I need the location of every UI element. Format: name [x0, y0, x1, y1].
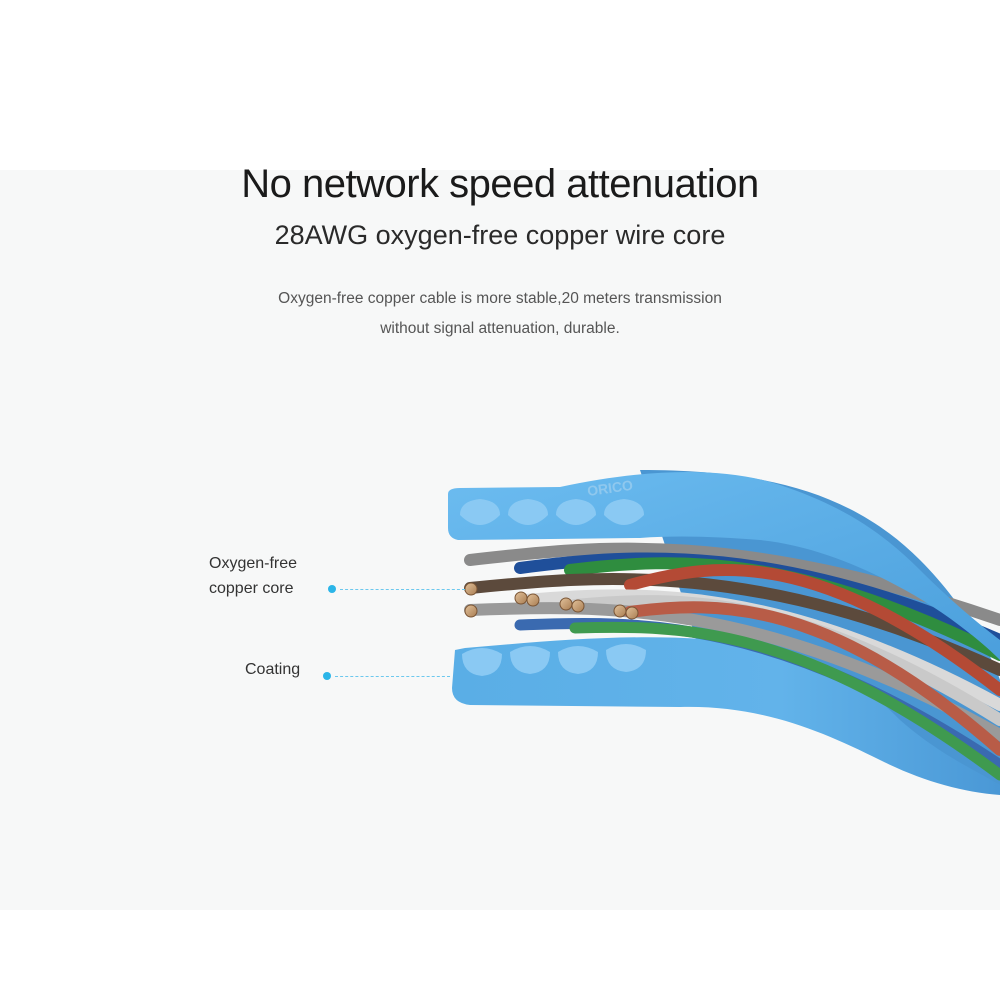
callout-coating-label: Coating: [245, 661, 301, 678]
callout-core-line-1: Oxygen-free: [209, 555, 298, 572]
brand-mark: ORICO: [586, 477, 634, 499]
description-line-1: Oxygen-free copper cable is more stable,…: [278, 290, 722, 307]
inner-wires: [464, 542, 1000, 781]
bottom-jacket: [452, 637, 1000, 795]
copper-core-ends: [464, 582, 639, 620]
coating-dot-icon: [323, 672, 331, 680]
description-line-2: without signal attenuation, durable.: [380, 320, 620, 337]
description: Oxygen-free copper cable is more stable,…: [0, 284, 1000, 344]
copper-core-dot-icon: [328, 585, 336, 593]
top-jacket-grooves: [460, 499, 644, 525]
coating-leader-line: [335, 676, 450, 677]
callout-copper-core-label: Oxygen-free copper core: [209, 551, 297, 601]
page-subtitle: 28AWG oxygen-free copper wire core: [274, 220, 726, 250]
bottom-jacket-grooves: [462, 644, 646, 676]
callout-core-line-2: copper core: [209, 580, 294, 597]
copper-core-leader-line: [340, 589, 465, 590]
page-title: No network speed attenuation: [241, 162, 759, 206]
